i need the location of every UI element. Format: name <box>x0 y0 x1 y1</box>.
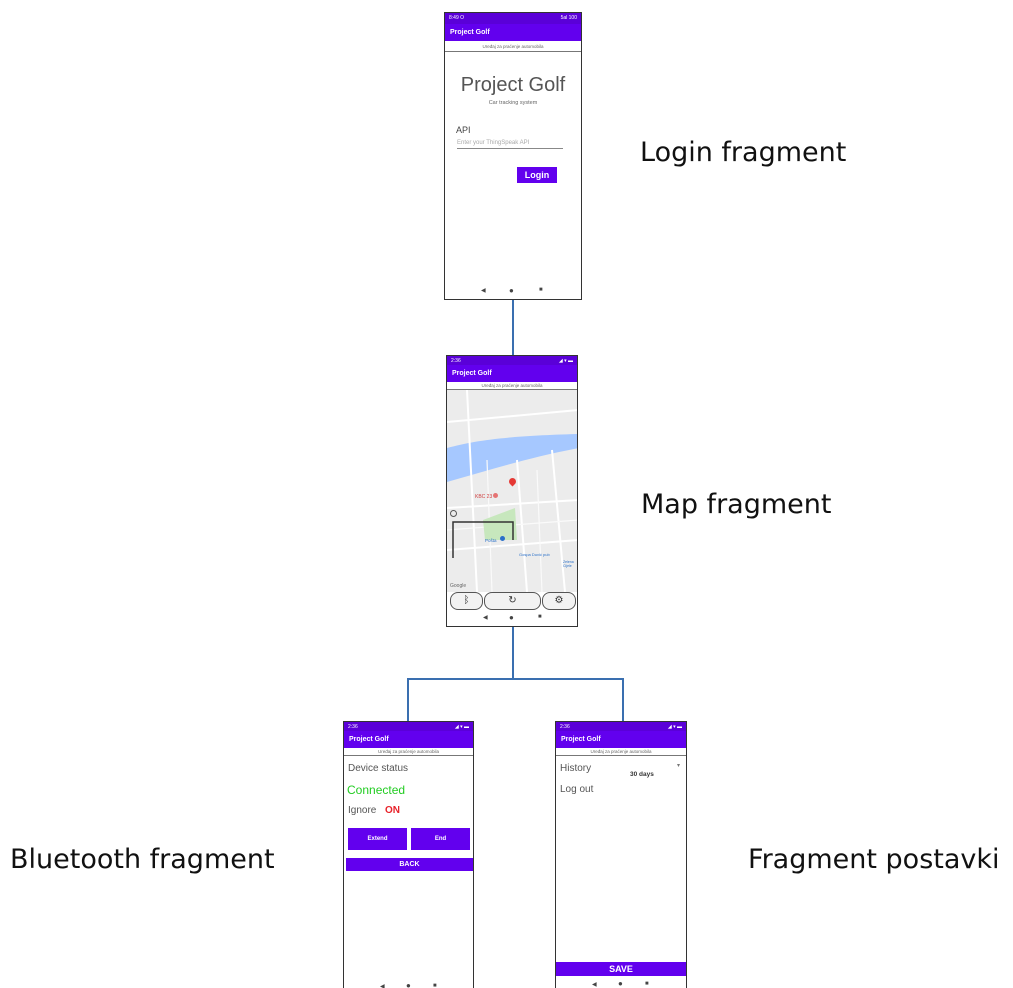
recent-icon[interactable]: ■ <box>433 983 437 988</box>
refresh-icon: ↻ <box>508 595 517 606</box>
connector-to-bluetooth <box>407 678 409 721</box>
map-marker-left-icon <box>450 510 457 517</box>
status-icons: ◢ ▾ ▬ <box>454 724 469 730</box>
bluetooth-button[interactable]: ᛒ <box>450 592 483 610</box>
connector-map-down <box>512 626 514 679</box>
settings-icon: ⚙ <box>554 595 564 606</box>
api-input[interactable]: Enter your ThingSpeak API <box>457 140 563 149</box>
login-fragment-screen: 8:49 O 5al 100 Project Golf Uređaj za pr… <box>444 12 582 300</box>
app-bar: Project Golf <box>445 24 581 41</box>
connector-login-map <box>512 300 514 356</box>
connection-status: Connected <box>347 783 406 797</box>
app-bar: Project Golf <box>556 731 686 748</box>
bluetooth-fragment-screen: 2:36 ◢ ▾ ▬ Project Golf Uređaj za praćen… <box>343 721 474 988</box>
bluetooth-icon: ᛒ <box>463 595 470 606</box>
home-icon[interactable]: ● <box>618 979 623 988</box>
system-nav-bar: ◀ ● ■ <box>447 612 577 626</box>
chevron-down-icon: ▾ <box>676 763 680 769</box>
settings-fragment-screen: 2:36 ◢ ▾ ▬ Project Golf Uređaj za praćen… <box>555 721 687 988</box>
home-icon[interactable]: ● <box>509 613 514 622</box>
system-nav-bar: ◀ ● ■ <box>556 979 686 988</box>
back-button[interactable]: BACK <box>346 858 473 871</box>
app-title: Project Golf <box>561 736 601 743</box>
map-view[interactable]: KBC 23 Pošta Gospa Duvić pub Zelena Cije… <box>447 390 577 592</box>
poi-label-2: Gospa Duvić pub <box>519 552 550 557</box>
status-bar: 2:36 ◢ ▾ ▬ <box>344 722 473 731</box>
app-subtitle: Uređaj za praćenje automobila <box>447 382 577 390</box>
system-nav-bar: ◀ ● ■ <box>344 981 473 988</box>
device-status-label: Device status <box>348 763 409 774</box>
app-subtitle: Uređaj za praćenje automobila <box>344 748 473 756</box>
map-canvas <box>447 390 577 592</box>
home-icon[interactable]: ● <box>509 286 514 295</box>
login-heading: Project Golf <box>460 74 566 96</box>
login-button[interactable]: Login <box>517 167 557 183</box>
refresh-button[interactable]: ↻ <box>484 592 541 610</box>
ignore-label: Ignore <box>348 805 377 816</box>
status-bar: 2:36 ◢ ▾ ▬ <box>556 722 686 731</box>
poi-label-3: Zelena Cijele <box>563 560 574 568</box>
back-icon[interactable]: ◀ <box>483 615 488 621</box>
app-subtitle: Uređaj za praćenje automobila <box>445 43 581 52</box>
logout-link[interactable]: Log out <box>560 784 594 795</box>
back-icon[interactable]: ◀ <box>380 984 385 988</box>
extend-button[interactable]: Extend <box>348 828 407 850</box>
status-time: 2:36 <box>348 724 358 730</box>
app-bar: Project Golf <box>447 365 577 382</box>
place-label: KBC 23 <box>475 494 493 500</box>
api-label: API <box>456 125 471 135</box>
history-label: History <box>560 763 592 774</box>
caption-login: Login fragment <box>640 137 847 168</box>
system-nav-bar: ◀ ● ■ <box>445 285 581 299</box>
poi-pin-icon <box>493 493 498 498</box>
status-icons: 5al 100 <box>560 15 577 21</box>
connector-horizontal <box>407 678 624 680</box>
save-button[interactable]: SAVE <box>556 962 686 976</box>
poi-blue-pin-icon <box>500 536 505 541</box>
poi-label-1: Pošta <box>485 538 497 543</box>
history-select[interactable]: 30 days ▾ <box>630 763 682 778</box>
ignore-value: ON <box>385 805 400 816</box>
connector-to-settings <box>622 678 624 721</box>
app-bar: Project Golf <box>344 731 473 748</box>
back-icon[interactable]: ◀ <box>481 288 486 294</box>
caption-map: Map fragment <box>641 489 832 520</box>
recent-icon[interactable]: ■ <box>539 287 543 293</box>
history-select-value: 30 days <box>630 771 654 778</box>
app-title: Project Golf <box>452 370 492 377</box>
caption-settings: Fragment postavki <box>748 844 1000 875</box>
status-icons: ◢ ▾ ▬ <box>667 724 682 730</box>
recent-icon[interactable]: ■ <box>538 614 542 620</box>
settings-button[interactable]: ⚙ <box>542 592 576 610</box>
status-bar: 2:36 ◢ ▾ ▬ <box>447 356 577 365</box>
map-toolbar: ᛒ ↻ ⚙ <box>450 592 576 610</box>
status-time: 2:36 <box>560 724 570 730</box>
caption-bluetooth: Bluetooth fragment <box>10 844 275 875</box>
login-tagline: Car tracking system <box>488 100 538 106</box>
app-title: Project Golf <box>349 736 389 743</box>
map-fragment-screen: 2:36 ◢ ▾ ▬ Project Golf Uređaj za praćen… <box>446 355 578 627</box>
app-subtitle: Uređaj za praćenje automobila <box>556 748 686 756</box>
home-icon[interactable]: ● <box>406 981 411 988</box>
recent-icon[interactable]: ■ <box>645 981 649 987</box>
status-time: 2:36 <box>451 358 461 364</box>
map-watermark: Google <box>450 583 467 589</box>
status-icons: ◢ ▾ ▬ <box>558 358 573 364</box>
end-button[interactable]: End <box>411 828 470 850</box>
back-icon[interactable]: ◀ <box>592 982 597 988</box>
status-time: 8:49 O <box>449 15 465 21</box>
status-bar: 8:49 O 5al 100 <box>445 13 581 24</box>
app-title: Project Golf <box>450 29 490 36</box>
